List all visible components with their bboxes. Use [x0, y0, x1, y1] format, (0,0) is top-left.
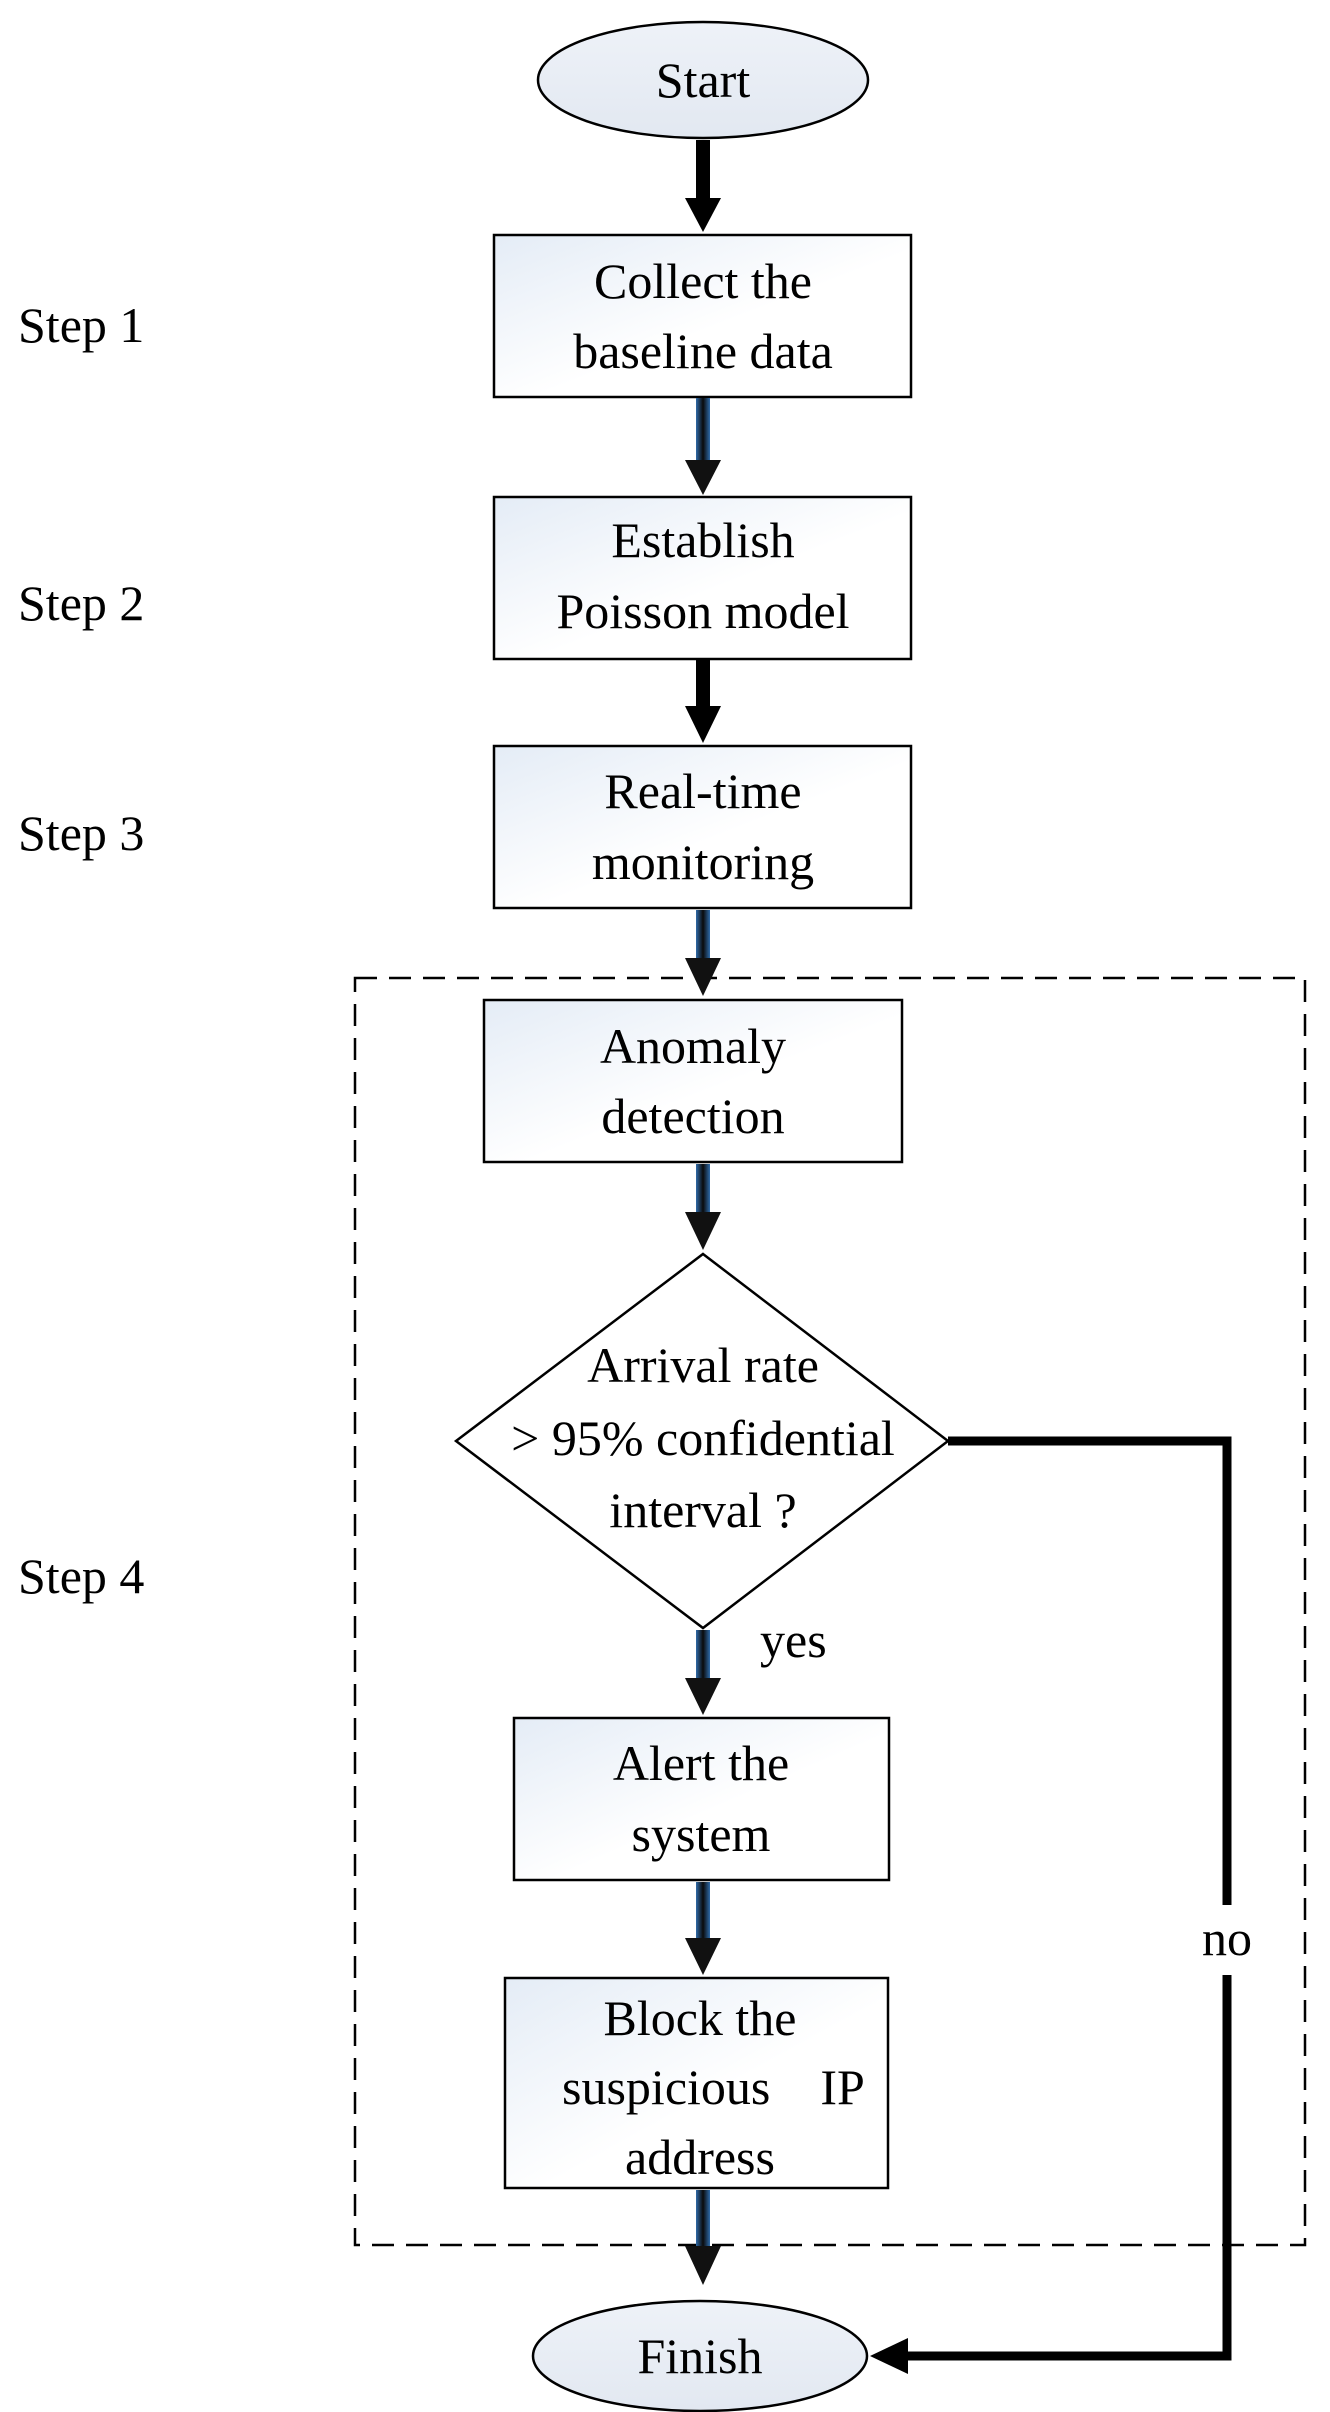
arrow-collect-to-establish — [685, 398, 721, 495]
alert-line-1: Alert the — [613, 1735, 789, 1791]
step-4-label: Step 4 — [18, 1548, 144, 1604]
real-time-monitoring-box: Real-time monitoring — [492, 744, 913, 910]
monitoring-line-1: Real-time — [604, 763, 801, 819]
collect-baseline-data-box: Collect the baseline data — [492, 233, 913, 399]
svg-text:Block the: Block the — [603, 1990, 796, 2046]
svg-text:Arrival rate: Arrival rate — [587, 1337, 819, 1393]
arrow-establish-to-monitoring — [685, 660, 721, 743]
svg-text:interval ?: interval ? — [609, 1482, 796, 1538]
svg-text:Anomaly: Anomaly — [600, 1018, 786, 1074]
arrow-alert-to-block — [685, 1882, 721, 1975]
yes-label: yes — [760, 1612, 827, 1668]
svg-text:monitoring: monitoring — [592, 834, 814, 890]
svg-text:baseline data: baseline data — [573, 323, 833, 379]
arrow-decision-yes-to-alert — [685, 1630, 721, 1715]
alert-system-box: Alert the system — [512, 1716, 891, 1882]
collect-line-2: baseline data — [573, 323, 833, 379]
anomaly-detection-box: Anomaly detection — [482, 998, 904, 1164]
svg-text:> 95% confidential: > 95% confidential — [511, 1410, 895, 1466]
alert-line-2: system — [632, 1806, 771, 1862]
anomaly-line-2: detection — [601, 1088, 784, 1144]
anomaly-line-1: Anomaly — [600, 1018, 786, 1074]
collect-line-1: Collect the — [594, 253, 812, 309]
start-label: Start — [656, 52, 751, 108]
arrow-start-to-collect — [685, 140, 721, 232]
establish-line-1: Establish — [611, 512, 794, 568]
svg-text:suspicious IP: suspicious IP — [475, 2059, 926, 2115]
decision-line-3: interval ? — [609, 1482, 796, 1538]
svg-text:detection: detection — [601, 1088, 784, 1144]
svg-text:Real-time: Real-time — [604, 763, 801, 819]
svg-text:Poisson model: Poisson model — [556, 583, 849, 639]
block-suspicious-ip-box: Block the suspicious IP address — [475, 1976, 926, 2190]
step-3-label: Step 3 — [18, 805, 144, 861]
monitoring-line-2: monitoring — [592, 834, 814, 890]
step-1-label: Step 1 — [18, 297, 144, 353]
establish-line-2: Poisson model — [556, 583, 849, 639]
decision-line-2: > 95% confidential — [511, 1410, 895, 1466]
no-label-background — [1180, 1905, 1275, 1975]
svg-text:address: address — [625, 2129, 775, 2185]
block-line-3: address — [625, 2129, 775, 2185]
block-line-2: suspicious IP — [562, 2059, 863, 2115]
start-node: Start — [536, 20, 870, 140]
svg-text:Establish: Establish — [611, 512, 794, 568]
establish-poisson-model-box: Establish Poisson model — [492, 495, 913, 661]
no-path-connector — [870, 1436, 1232, 2374]
arrow-monitoring-to-anomaly — [685, 910, 721, 996]
arrow-anomaly-to-decision — [685, 1164, 721, 1250]
step-2-label: Step 2 — [18, 575, 144, 631]
svg-text:system: system — [632, 1806, 771, 1862]
no-label: no — [1202, 1910, 1252, 1966]
arrival-rate-decision: Arrival rate > 95% confidential interval… — [453, 1252, 951, 1630]
step4-group-frame — [353, 976, 1307, 2247]
arrow-block-to-finish — [685, 2190, 721, 2285]
svg-text:Alert the: Alert the — [613, 1735, 789, 1791]
block-line-1: Block the — [603, 1990, 796, 2046]
svg-text:Collect the: Collect the — [594, 253, 812, 309]
finish-label: Finish — [637, 2328, 762, 2384]
decision-line-1: Arrival rate — [587, 1337, 819, 1393]
finish-node: Finish — [531, 2299, 869, 2412]
